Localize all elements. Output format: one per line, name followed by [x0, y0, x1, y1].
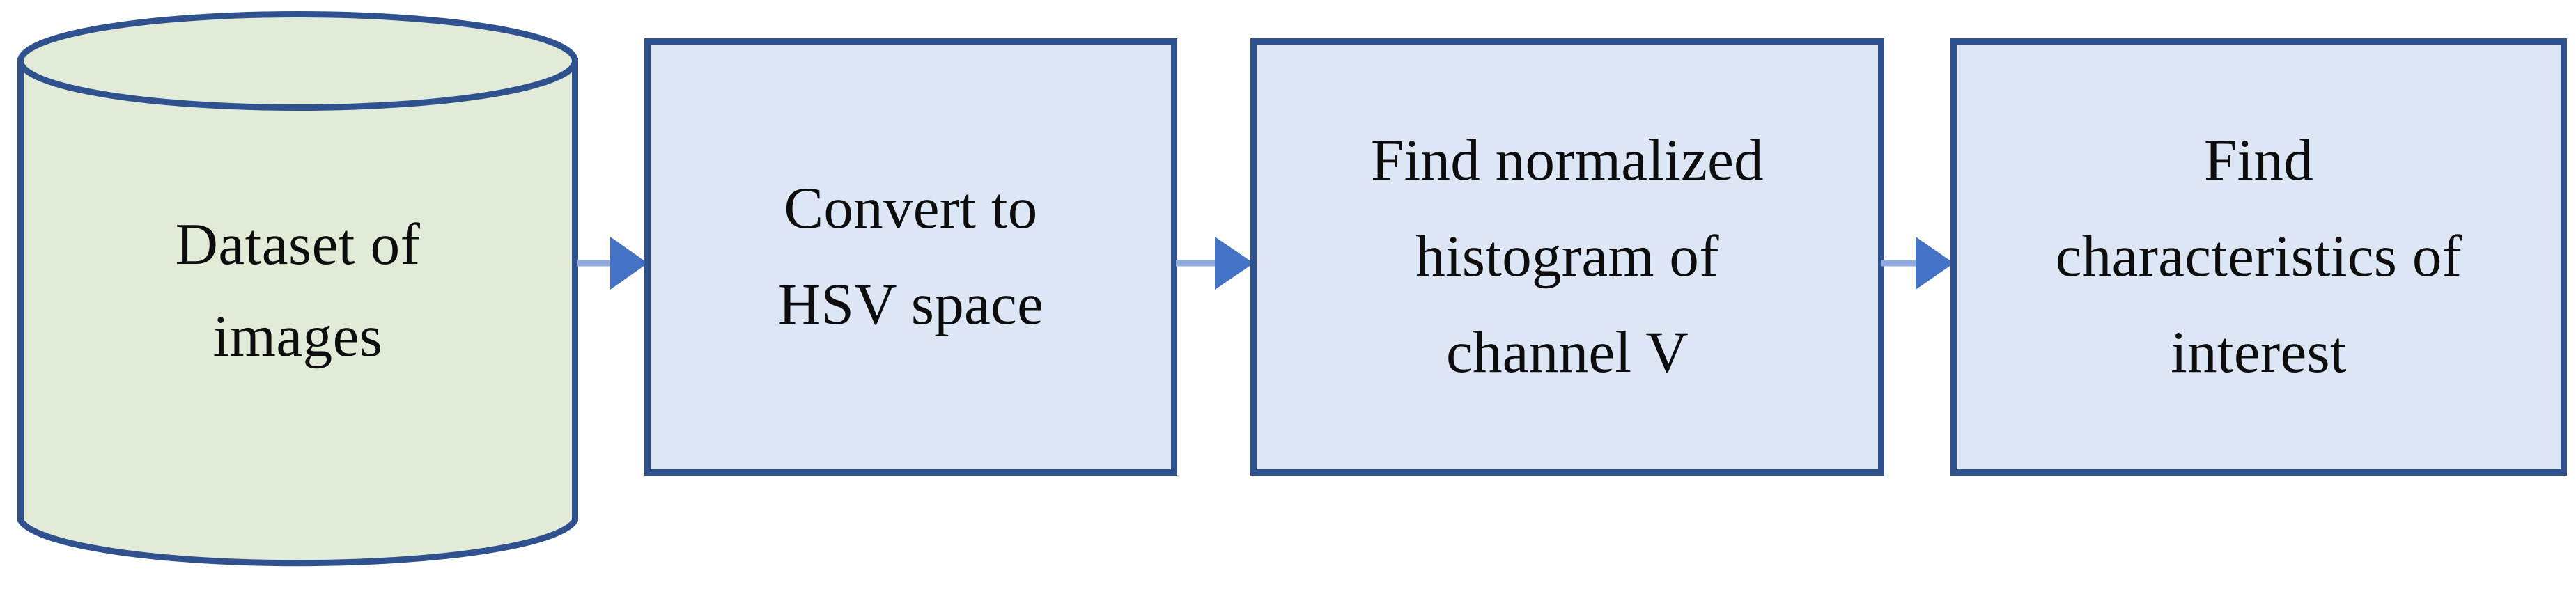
node-convert-box[interactable]: Convert to HSV space: [644, 38, 1177, 476]
node-features-line-3: interest: [2171, 319, 2347, 385]
node-histogram-line-2: histogram of: [1415, 224, 1719, 290]
node-histogram-line-3: channel V: [1445, 319, 1689, 385]
edge-convert-to-histogram-arrow: [1176, 221, 1254, 305]
node-histogram-box[interactable]: Find normalized histogram of channel V: [1250, 38, 1884, 476]
node-features-box[interactable]: Find characteristics of interest: [1950, 38, 2567, 476]
node-features-line-2: characteristics of: [2055, 224, 2462, 290]
node-features-line-1: Find: [2203, 127, 2314, 194]
cylinder-shape: [17, 11, 578, 567]
node-dataset-cylinder[interactable]: Dataset of images: [17, 10, 578, 571]
arrow-right-icon: [1881, 237, 1954, 290]
edge-dataset-to-convert-arrow: [577, 221, 648, 305]
node-histogram-line-1: Find normalized: [1371, 127, 1764, 194]
node-convert-line-2: HSV space: [777, 272, 1044, 337]
arrow-right-icon: [1176, 237, 1254, 290]
node-convert-line-1: Convert to: [784, 175, 1038, 242]
edge-histogram-to-features-arrow: [1881, 221, 1954, 305]
arrow-right-icon: [577, 237, 648, 290]
